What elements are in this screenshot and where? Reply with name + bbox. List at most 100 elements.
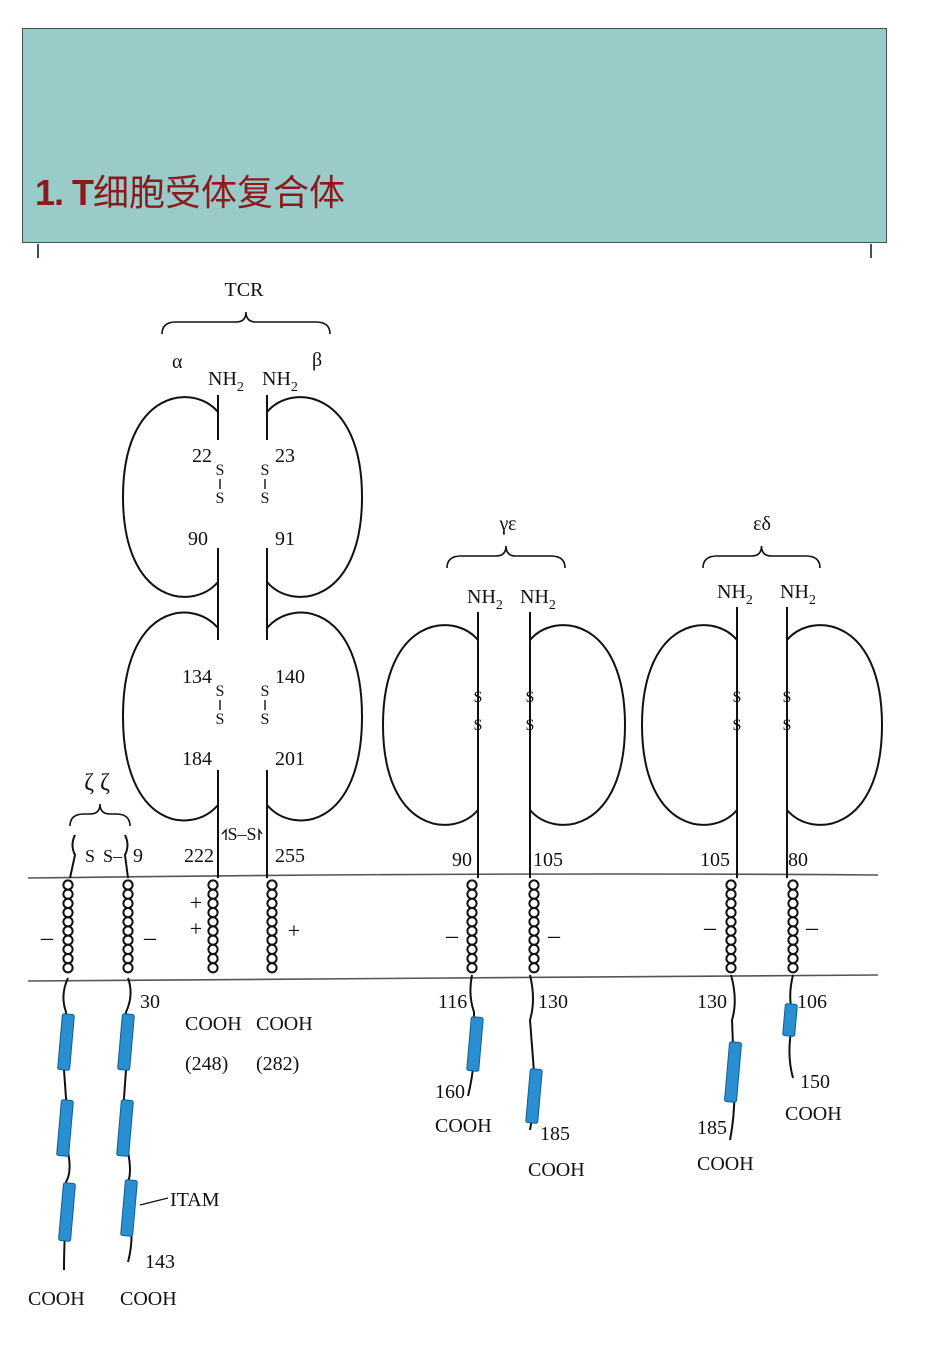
ed-epsilon-itam [724, 1041, 742, 1103]
zeta-label-30: 30 [140, 991, 160, 1013]
tcr-beta-css-s1: S [261, 683, 270, 700]
tcr-beta-charge: + [288, 918, 300, 943]
tcr-beta-vss-s1: S [261, 462, 270, 479]
tcr-interchain-disulfide: S–S [227, 824, 256, 844]
tcr-alpha-248: (248) [185, 1053, 228, 1075]
ed-delta-nh2: NH2 [780, 581, 816, 608]
banner-tick-left [37, 244, 39, 258]
tcr-beta-cooh: COOH [256, 1013, 313, 1035]
tcr-beta-201: 201 [275, 748, 305, 770]
ed-brace [702, 545, 821, 569]
ge-gamma-ss-s2: S [474, 717, 483, 734]
ed-delta-itam [782, 1003, 798, 1037]
tcr-alpha-vss-s1: S [216, 462, 225, 479]
zeta-left-itam-2 [56, 1099, 74, 1157]
ed-delta-charge: – [805, 915, 819, 941]
ed-epsilon-loop [640, 624, 738, 826]
zeta-right-top-chain [123, 834, 129, 879]
zeta-label-9: 9 [133, 845, 143, 867]
ge-brace [446, 545, 566, 569]
tcr-beta-140: 140 [275, 666, 305, 688]
banner-tick-right [870, 244, 872, 258]
tcr-beta-css-s2: S [261, 711, 270, 728]
ge-epsilon-185: 185 [540, 1123, 570, 1145]
zeta-brace [69, 803, 131, 827]
slide-title-number: 1. T [35, 172, 94, 213]
ge-gamma-90: 90 [452, 849, 472, 871]
ed-delta-ss-s2: S [783, 717, 792, 734]
ed-delta-cooh: COOH [785, 1103, 842, 1125]
tcr-alpha-90: 90 [188, 528, 208, 550]
tcr-alpha-helix [207, 879, 219, 974]
ed-delta-106: 106 [797, 991, 827, 1013]
tcr-alpha-charge-2: + [190, 916, 202, 941]
slide-title: 1. T细胞受体复合体 [35, 171, 345, 215]
tcr-bridge-right-tick [258, 827, 263, 840]
ed-epsilon-nh2: NH2 [717, 581, 753, 608]
ed-delta-helix [787, 879, 799, 974]
ge-gamma-charge: – [445, 923, 459, 949]
tcr-alpha-184: 184 [182, 748, 212, 770]
zeta-right-itam-3 [120, 1179, 138, 1237]
tcr-alpha-cooh: COOH [185, 1013, 242, 1035]
tcr-label: TCR [225, 279, 265, 301]
zeta-left-helix [62, 879, 74, 974]
tcr-alpha-label: α [172, 351, 183, 373]
ge-epsilon-helix [528, 879, 540, 974]
zeta-right-helix [122, 879, 134, 974]
ge-gamma-ss-s1: S [474, 689, 483, 706]
ge-epsilon-loop [529, 624, 627, 826]
membrane-inner-line [27, 974, 879, 982]
tcr-beta-vss-s2: S [261, 490, 270, 507]
ed-epsilon-helix [725, 879, 737, 974]
tcr-beta-label: β [312, 349, 322, 371]
zeta-left-top-chain [69, 834, 77, 879]
tcr-alpha-constant-loop [121, 611, 219, 822]
ed-epsilon-105: 105 [700, 849, 730, 871]
ge-epsilon-charge: – [547, 923, 561, 949]
zeta-right-s: S– [103, 846, 123, 866]
ed-delta-ss-s1: S [783, 689, 792, 706]
zeta-label-143: 143 [145, 1251, 175, 1273]
tcr-alpha-vss-s2: S [216, 490, 225, 507]
ed-epsilon-ss-s2: S [733, 717, 742, 734]
ge-gamma-helix [466, 879, 478, 974]
tcr-beta-255: 255 [275, 845, 305, 867]
zeta-right-charge: – [143, 925, 157, 951]
ed-epsilon-ss-s1: S [733, 689, 742, 706]
ge-gamma-itam [466, 1016, 484, 1072]
ge-epsilon-ss-s2: S [526, 717, 535, 734]
ge-epsilon-105: 105 [533, 849, 563, 871]
ed-delta-loop [786, 624, 884, 826]
itam-pointer [139, 1197, 169, 1206]
tcr-beta-23: 23 [275, 445, 295, 467]
zeta-right-itam-1 [117, 1013, 135, 1071]
zeta-left-itam-1 [57, 1013, 75, 1071]
ed-delta-150: 150 [800, 1071, 830, 1093]
ge-gamma-116: 116 [438, 991, 467, 1013]
zeta-left-s: S [85, 846, 95, 866]
tcr-beta-variable-loop [266, 396, 364, 598]
ge-epsilon-itam [525, 1068, 543, 1124]
slide-title-text: 细胞受体复合体 [93, 172, 346, 213]
ge-epsilon-130: 130 [538, 991, 568, 1013]
tcr-beta-282: (282) [256, 1053, 299, 1075]
zeta-right-itam-2 [116, 1099, 134, 1157]
zeta-left-charge: – [40, 925, 54, 951]
tcr-alpha-charge-1: + [190, 890, 202, 915]
tcr-alpha-variable-loop [121, 396, 219, 598]
title-banner: 1. T细胞受体复合体 [22, 28, 887, 243]
ge-epsilon-cooh: COOH [528, 1159, 585, 1181]
ge-gamma-cooh: COOH [435, 1115, 492, 1137]
ed-epsilon-185: 185 [697, 1117, 727, 1139]
ed-delta-80: 80 [788, 849, 808, 871]
ed-epsilon-130: 130 [697, 991, 727, 1013]
membrane-outer-line [27, 873, 879, 879]
tcr-beta-helix [266, 879, 278, 974]
zeta-left-cooh: COOH [28, 1288, 85, 1310]
ed-epsilon-charge: – [703, 915, 717, 941]
ge-label: γε [499, 513, 517, 535]
zeta-left-itam-3 [58, 1182, 76, 1242]
tcr-alpha-222: 222 [184, 845, 214, 867]
